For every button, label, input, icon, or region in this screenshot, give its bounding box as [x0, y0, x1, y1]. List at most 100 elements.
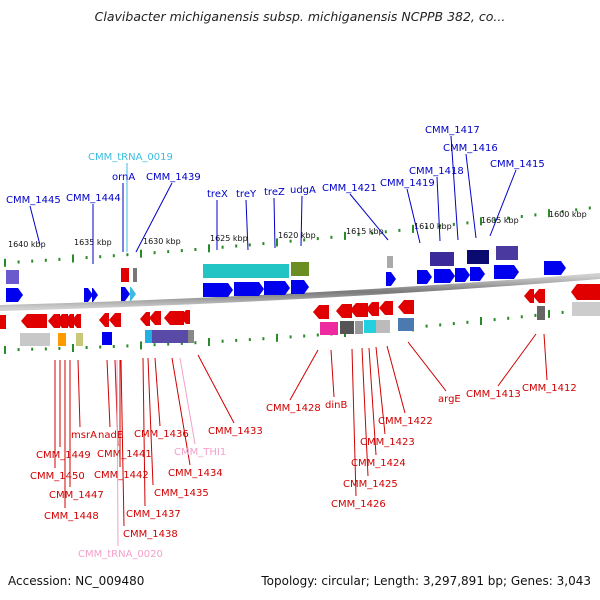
- gene-arrow[interactable]: [571, 284, 600, 300]
- gene-label[interactable]: treY: [236, 189, 257, 200]
- feature-box[interactable]: [145, 330, 152, 343]
- gene-arrow[interactable]: [140, 312, 150, 326]
- gene-arrow[interactable]: [48, 314, 60, 328]
- gene-label[interactable]: udgA: [290, 185, 316, 196]
- feature-box[interactable]: [121, 268, 129, 282]
- gene-label[interactable]: CMM_1421: [322, 183, 377, 194]
- feature-box[interactable]: [320, 322, 338, 335]
- feature-box[interactable]: [152, 330, 188, 343]
- gene-label[interactable]: CMM_1412: [522, 383, 577, 394]
- gene-arrow[interactable]: [203, 283, 233, 297]
- gene-arrow[interactable]: [56, 314, 68, 328]
- feature-box[interactable]: [398, 318, 414, 331]
- gene-label[interactable]: CMM_1424: [351, 458, 406, 469]
- feature-box[interactable]: [572, 302, 600, 316]
- gene-label[interactable]: CMM_1437: [126, 509, 181, 520]
- feature-box[interactable]: [203, 264, 289, 278]
- gene-arrow[interactable]: [149, 311, 161, 325]
- gene-arrow[interactable]: [84, 288, 93, 302]
- feature-box[interactable]: [188, 330, 194, 343]
- feature-box[interactable]: [355, 321, 363, 334]
- gene-arrow[interactable]: [0, 315, 6, 329]
- feature-box[interactable]: [387, 256, 393, 268]
- gene-arrow[interactable]: [64, 314, 74, 328]
- gene-arrow[interactable]: [533, 289, 545, 303]
- feature-box[interactable]: [430, 252, 454, 266]
- gene-arrow[interactable]: [379, 301, 393, 315]
- gene-label[interactable]: msrA: [71, 430, 97, 441]
- feature-box[interactable]: [20, 333, 50, 346]
- gene-label[interactable]: CMM_1436: [134, 429, 189, 440]
- gene-label[interactable]: CMM_1413: [466, 389, 521, 400]
- gene-label[interactable]: CMM_1449: [36, 450, 91, 461]
- gene-arrow[interactable]: [494, 265, 519, 279]
- feature-box[interactable]: [76, 333, 83, 346]
- gene-label[interactable]: CMM_1442: [94, 470, 149, 481]
- feature-box[interactable]: [364, 320, 376, 333]
- gene-label[interactable]: CMM_1419: [380, 178, 435, 189]
- feature-box[interactable]: [133, 268, 137, 282]
- feature-box[interactable]: [340, 321, 354, 334]
- gene-arrow[interactable]: [398, 300, 414, 314]
- gene-arrow[interactable]: [264, 281, 290, 295]
- gene-label[interactable]: CMM_1438: [123, 529, 178, 540]
- gene-label[interactable]: CMM_tRNA_0019: [88, 152, 173, 163]
- gene-arrow[interactable]: [313, 305, 329, 319]
- gene-label[interactable]: CMM_1417: [425, 125, 480, 136]
- feature-box[interactable]: [376, 320, 390, 333]
- gene-arrow[interactable]: [21, 314, 47, 328]
- gene-label[interactable]: CMM_1415: [490, 159, 545, 170]
- gene-arrow[interactable]: [434, 269, 455, 283]
- feature-box[interactable]: [6, 270, 19, 284]
- gene-arrow[interactable]: [6, 288, 23, 302]
- gene-label[interactable]: ornA: [112, 172, 135, 183]
- gene-arrow[interactable]: [130, 287, 136, 301]
- gene-label[interactable]: CMM_1425: [343, 479, 398, 490]
- gene-label[interactable]: CMM_1450: [30, 471, 85, 482]
- gene-label[interactable]: argE: [438, 394, 461, 405]
- feature-box[interactable]: [102, 332, 112, 345]
- gene-arrow[interactable]: [386, 272, 396, 286]
- gene-label[interactable]: dinB: [325, 400, 347, 411]
- gene-arrow[interactable]: [417, 270, 432, 284]
- feature-box[interactable]: [467, 250, 489, 264]
- feature-box[interactable]: [496, 246, 518, 260]
- gene-arrow[interactable]: [350, 303, 368, 317]
- gene-label[interactable]: treX: [207, 189, 228, 200]
- gene-arrow[interactable]: [336, 304, 352, 318]
- gene-label[interactable]: nadE: [98, 430, 123, 441]
- gene-label[interactable]: CMM_1444: [66, 193, 121, 204]
- gene-label[interactable]: CMM_1441: [97, 449, 152, 460]
- gene-arrow[interactable]: [180, 310, 190, 324]
- gene-label[interactable]: CMM_1435: [154, 488, 209, 499]
- gene-arrow[interactable]: [544, 261, 566, 275]
- gene-arrow[interactable]: [121, 287, 130, 301]
- gene-label[interactable]: CMM_1426: [331, 499, 386, 510]
- gene-label[interactable]: CMM_1416: [443, 143, 498, 154]
- gene-arrow[interactable]: [455, 268, 470, 282]
- gene-label[interactable]: CMM_tRNA_0020: [78, 549, 163, 560]
- gene-label[interactable]: CMM_1423: [360, 437, 415, 448]
- gene-label[interactable]: CMM_1418: [409, 166, 464, 177]
- gene-arrow[interactable]: [71, 314, 81, 328]
- gene-arrow[interactable]: [99, 313, 109, 327]
- feature-box[interactable]: [537, 306, 545, 320]
- gene-arrow[interactable]: [164, 311, 184, 325]
- gene-label[interactable]: CMM_1439: [146, 172, 201, 183]
- gene-arrow[interactable]: [109, 313, 121, 327]
- feature-box[interactable]: [291, 262, 309, 276]
- gene-label[interactable]: CMM_1448: [44, 511, 99, 522]
- gene-arrow[interactable]: [524, 289, 534, 303]
- gene-label[interactable]: CMM_1447: [49, 490, 104, 501]
- gene-label[interactable]: CMM_1445: [6, 195, 61, 206]
- gene-label[interactable]: treZ: [264, 187, 285, 198]
- gene-arrow[interactable]: [291, 280, 309, 294]
- feature-box[interactable]: [58, 333, 66, 346]
- gene-label[interactable]: CMM_1433: [208, 426, 263, 437]
- gene-arrow[interactable]: [366, 302, 379, 316]
- gene-label[interactable]: CMM_THI1: [174, 447, 226, 458]
- gene-arrow[interactable]: [470, 267, 485, 281]
- gene-label[interactable]: CMM_1428: [266, 403, 321, 414]
- gene-label[interactable]: CMM_1434: [168, 468, 223, 479]
- gene-label[interactable]: CMM_1422: [378, 416, 433, 427]
